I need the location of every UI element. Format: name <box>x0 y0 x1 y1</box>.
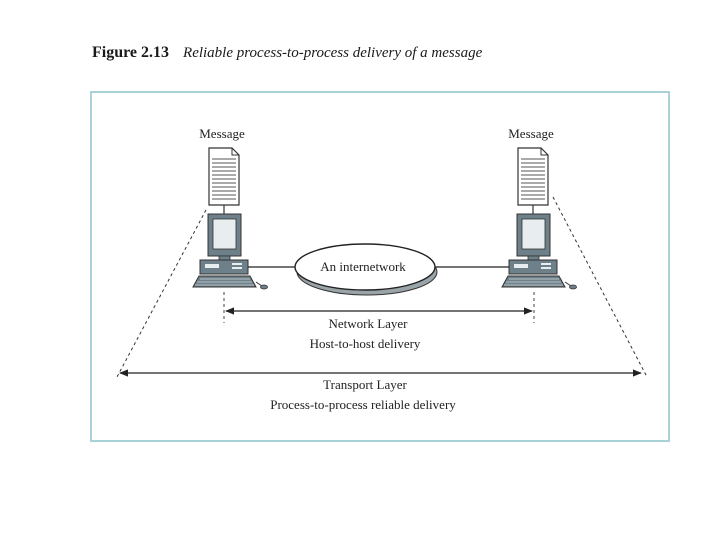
internetwork-label: An internetwork <box>320 259 406 274</box>
network-layer-sublabel: Host-to-host delivery <box>309 336 421 351</box>
right-message-document-icon <box>517 147 549 206</box>
figure-title: Reliable process-to-process delivery of … <box>183 45 483 61</box>
internetwork-cloud <box>294 243 438 296</box>
diagram-panel <box>90 91 670 442</box>
left-message-label: Message <box>199 126 245 141</box>
transport-right-guide <box>552 196 648 378</box>
transport-left-guide <box>116 209 207 378</box>
figure-caption: Figure 2.13 Reliable process-to-process … <box>92 44 482 62</box>
network-layer-label: Network Layer <box>328 316 408 331</box>
transport-layer-sublabel: Process-to-process reliable delivery <box>270 397 456 412</box>
transport-layer-label: Transport Layer <box>323 377 407 392</box>
right-computer-icon <box>501 213 577 290</box>
left-computer-icon <box>192 213 268 290</box>
left-message-document-icon <box>208 147 240 206</box>
right-message-label: Message <box>508 126 554 141</box>
figure-number: Figure 2.13 <box>92 44 170 61</box>
